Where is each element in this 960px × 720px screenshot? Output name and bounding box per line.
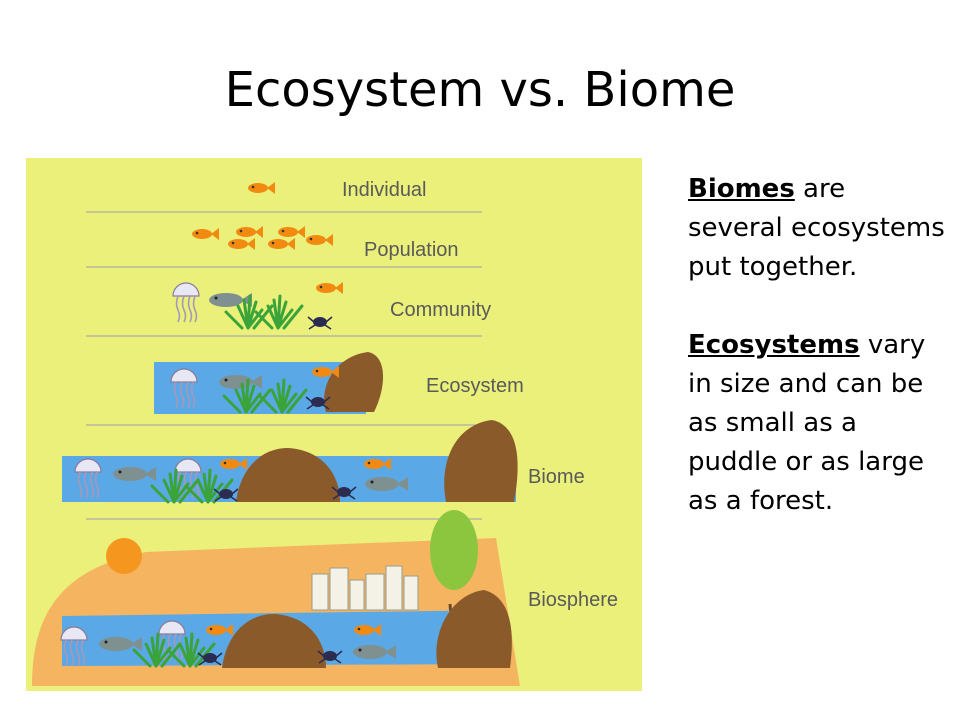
city-buildings [311, 565, 419, 611]
level-label-biome: Biome [528, 466, 585, 488]
level-label-community: Community [390, 299, 491, 321]
biomes-definition: are several ecosystems put together. [688, 174, 945, 282]
explanation-text: Biomes are several ecosystems put togeth… [688, 170, 948, 521]
level-label-ecosystem: Ecosystem [426, 375, 524, 397]
sun-icon [106, 538, 142, 574]
ecosystems-paragraph: Ecosystems vary in size and can be as sm… [688, 326, 948, 521]
ecosystems-definition: vary in size and can be as small as a pu… [688, 330, 926, 516]
biosphere-illustration [32, 510, 520, 686]
ecosystems-term: Ecosystems [688, 330, 860, 360]
slide-title: Ecosystem vs. Biome [224, 62, 736, 118]
biomes-paragraph: Biomes are several ecosystems put togeth… [688, 170, 948, 287]
level-label-biosphere: Biosphere [528, 589, 618, 611]
level-label-individual: Individual [342, 179, 427, 201]
levels-of-organization-diagram: Individual Population Community Ecosyste… [26, 158, 642, 691]
ecosystem-illustration [154, 352, 384, 414]
biomes-term: Biomes [688, 174, 795, 204]
biome-illustration [62, 420, 518, 504]
level-label-population: Population [364, 239, 459, 261]
